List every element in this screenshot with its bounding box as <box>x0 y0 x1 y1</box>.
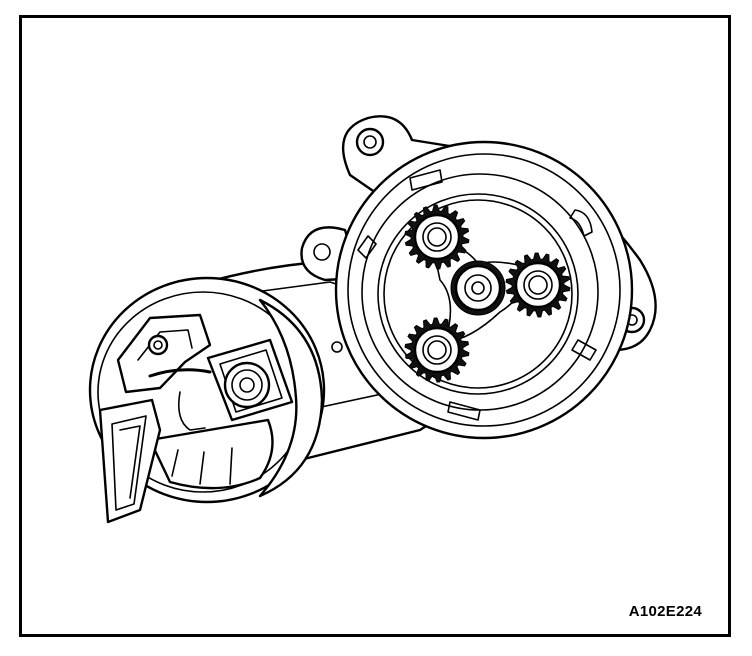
housing-tab-left <box>357 235 377 259</box>
housing-tab-top <box>409 169 443 191</box>
connector-tab-groove <box>119 425 141 499</box>
gear-hub <box>422 335 452 365</box>
commutator-bearing-center <box>239 377 255 393</box>
brush-holder-left <box>116 313 212 394</box>
housing-clip-top <box>569 209 593 237</box>
small-boss <box>331 341 343 353</box>
housing-tab-bottom <box>447 401 481 421</box>
figure-frame: A102E224 <box>19 15 731 637</box>
ear-bolt-hole <box>313 243 331 261</box>
gear-face <box>413 326 461 374</box>
brush-terminal-screw-head <box>153 340 163 350</box>
flange-bolt-hole-top-inner <box>363 135 377 149</box>
figure-code: A102E224 <box>628 603 702 620</box>
brush-plate-arc-inner <box>171 447 233 485</box>
planet-gear-top <box>404 204 470 270</box>
gear-pin <box>528 275 548 295</box>
gear-hub <box>422 222 452 252</box>
connector-tab <box>98 398 162 524</box>
gear-pin <box>427 340 447 360</box>
sun-gear-shaft <box>471 281 485 295</box>
gear-face <box>413 213 461 261</box>
gear-housing-rim <box>347 153 621 427</box>
starter-motor-illustration <box>88 115 657 524</box>
brush-spring <box>148 368 212 378</box>
ring-gear-inner <box>383 199 573 389</box>
planet-gear-right <box>505 252 571 318</box>
brush-plate-arc <box>148 418 274 490</box>
connector-tab-inner <box>111 415 147 511</box>
sun-gear-hub <box>464 274 492 302</box>
commutator-bearing-ring <box>231 369 263 401</box>
planet-gear-bottom <box>404 317 470 383</box>
brush-terminal-screw <box>147 334 169 356</box>
gear-face <box>514 261 562 309</box>
flange-bolt-hole-top <box>355 127 385 157</box>
gear-hub <box>523 270 553 300</box>
sun-gear-face <box>454 264 502 312</box>
housing-tab-right <box>571 339 597 361</box>
ring-gear <box>377 193 579 395</box>
end-cap-side-shell <box>258 298 324 498</box>
gear-pin <box>427 227 447 247</box>
brush-lead <box>177 391 206 431</box>
